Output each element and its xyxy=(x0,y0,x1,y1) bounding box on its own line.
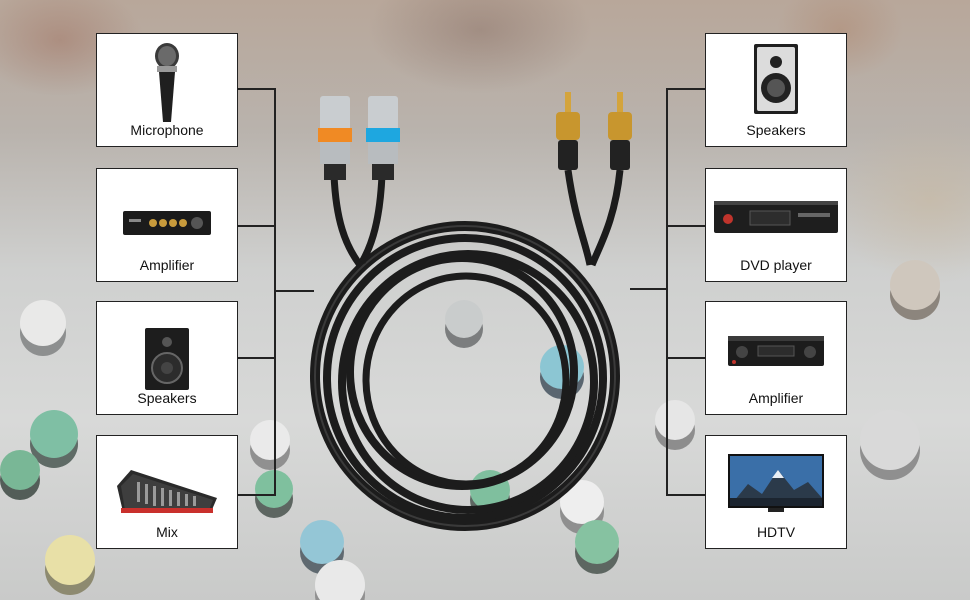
left-connector-line-3 xyxy=(238,357,276,359)
av-receiver-icon xyxy=(728,334,824,368)
device-card-amplifier-right: Amplifier xyxy=(705,301,847,415)
mixer-icon xyxy=(117,468,217,514)
device-label: Microphone xyxy=(130,122,204,138)
cable-leads xyxy=(330,169,624,268)
microphone-icon xyxy=(152,42,182,124)
device-card-microphone: Microphone xyxy=(96,33,238,147)
device-label: Amplifier xyxy=(139,257,195,273)
left-to-cable-line xyxy=(274,290,314,292)
tv-icon xyxy=(728,454,824,514)
device-card-speakers: Speakers xyxy=(96,301,238,415)
device-label: Speakers xyxy=(137,390,197,406)
device-card-speakers-right: Speakers xyxy=(705,33,847,147)
device-card-amplifier: Amplifier xyxy=(96,168,238,282)
bookshelf-speaker-icon xyxy=(754,44,798,114)
dvd-player-icon xyxy=(714,199,838,235)
device-label: Mix xyxy=(156,524,178,540)
right-connector-line-1 xyxy=(666,88,706,90)
speaker-icon xyxy=(145,328,189,390)
left-connector-line-4 xyxy=(238,494,276,496)
rca-connector-left xyxy=(556,92,580,170)
cable-coil xyxy=(310,221,620,531)
xlr-connector-left xyxy=(318,96,352,180)
device-card-dvd-player: DVD player xyxy=(705,168,847,282)
device-label: Amplifier xyxy=(748,390,804,406)
device-card-mix: Mix xyxy=(96,435,238,549)
right-to-cable-line xyxy=(630,288,668,290)
right-bracket-line xyxy=(666,88,668,496)
device-card-hdtv: HDTV xyxy=(705,435,847,549)
device-label: Speakers xyxy=(746,122,806,138)
amplifier-icon xyxy=(123,209,211,239)
left-bracket-line xyxy=(274,88,276,496)
right-connector-line-4 xyxy=(666,494,706,496)
device-label: HDTV xyxy=(756,524,796,540)
rca-connector-right xyxy=(608,92,632,170)
left-connector-line-2 xyxy=(238,225,276,227)
right-connector-line-3 xyxy=(666,357,706,359)
device-label: DVD player xyxy=(740,257,812,273)
xlr-connector-right xyxy=(366,96,400,180)
left-connector-line-1 xyxy=(238,88,276,90)
right-connector-line-2 xyxy=(666,225,706,227)
